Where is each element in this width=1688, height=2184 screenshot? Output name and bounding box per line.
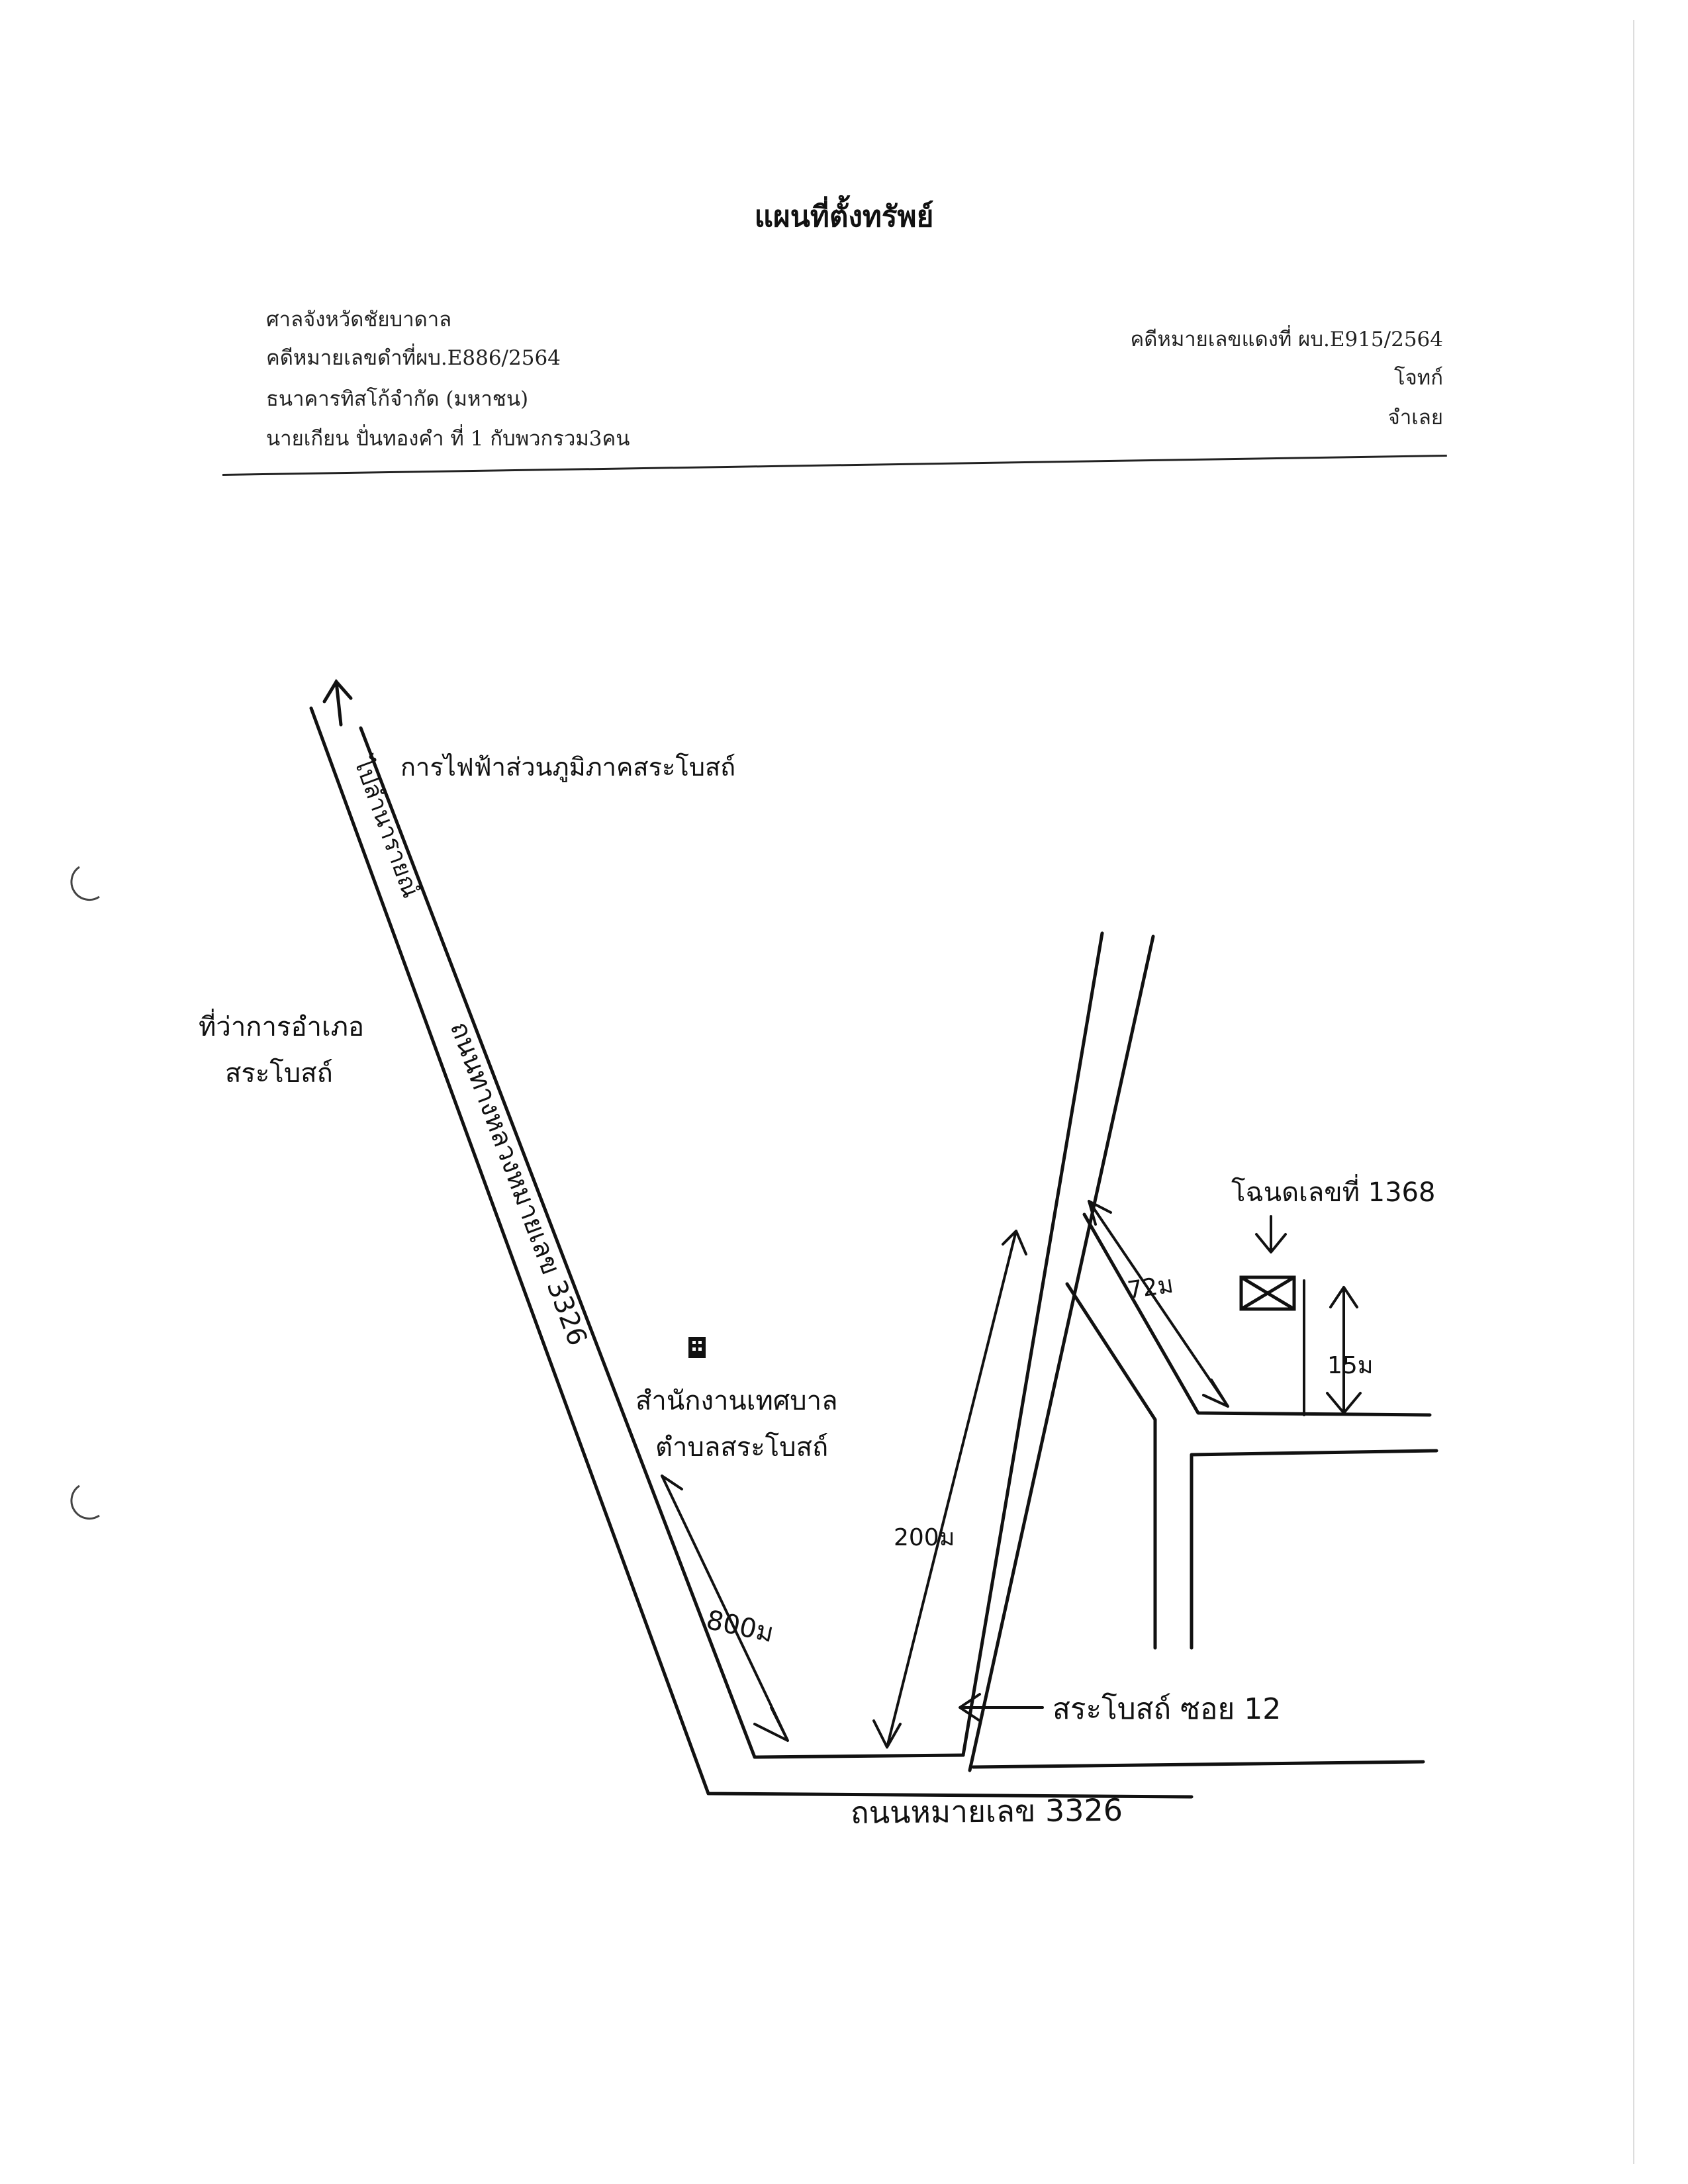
road-right-left-edge — [961, 931, 1104, 1757]
label-deed: โฉนดเลขที่ 1368 — [1231, 1174, 1435, 1208]
label-dist-72: 72ม — [1126, 1271, 1176, 1304]
document-title: แผนที่ตั้งทรัพย์ — [754, 200, 934, 234]
deed-pointer-arrow — [1255, 1215, 1287, 1253]
label-pea-office: การไฟฟ้าส่วนภูมิภาคสระโบสถ์ — [400, 752, 735, 782]
property-box-icon — [1239, 1275, 1296, 1311]
road-right-right-edge — [968, 934, 1155, 1772]
label-dist-800: 800ม — [704, 1605, 776, 1649]
label-sao-office-1: สำนักงานเทศบาล — [635, 1386, 838, 1416]
dim-arrow-800 — [661, 1475, 789, 1742]
label-sao-office-2: ตำบลสระโบสถ์ — [655, 1432, 828, 1463]
court-name: ศาลจังหวัดชัยบาดาล — [266, 308, 452, 332]
soi-pointer-arrow — [959, 1693, 1044, 1722]
label-dist-200: 200ม — [894, 1524, 955, 1551]
label-road-horizontal: ถนนหมายเลข 3326 — [851, 1792, 1123, 1831]
label-road-vertical: ถนนทางหลวงหมายเลข 3326 — [444, 1017, 593, 1349]
dim-arrow-15 — [1326, 1286, 1362, 1414]
plaintiff-label: โจทก์ — [1393, 366, 1443, 390]
plaintiff-name: ธนาคารทิสโก้จำกัด (มหาชน) — [266, 387, 529, 411]
label-district-office-1: ที่ว่าการอำเภอ — [199, 1009, 364, 1042]
office-building-icon — [688, 1337, 706, 1358]
highway-left-edge — [309, 706, 1194, 1799]
branch-road-edge — [1190, 1449, 1438, 1650]
highway-right-edge — [359, 726, 965, 1759]
binding-hole-icon — [70, 866, 100, 901]
red-case-number: คดีหมายเลขแดงที่ ผบ.E915/2564 — [1130, 328, 1443, 351]
branch-upper-edge — [1082, 1212, 1432, 1417]
label-district-office-2: สระโบสถ์ — [225, 1058, 333, 1089]
defendant-label: จำเลย — [1387, 406, 1443, 430]
dim-arrow-72 — [1088, 1200, 1229, 1408]
arrow-up-icon — [322, 678, 353, 727]
dim-arrow-200 — [872, 1230, 1027, 1749]
binding-hole-icon — [70, 1484, 100, 1520]
branch-lower-edge — [1065, 1282, 1157, 1650]
black-case-number: คดีหมายเลขดำที่ผบ.E886/2564 — [266, 346, 561, 370]
label-dist-15: 15ม — [1327, 1352, 1374, 1379]
label-soi: สระโบสถ์ ซอย 12 — [1053, 1692, 1281, 1726]
soi-bottom-edge — [971, 1760, 1425, 1769]
defendant-name: นายเกียน ปั่นทองคำ ที่ 1 กับพวกรวม3คน — [266, 427, 630, 451]
